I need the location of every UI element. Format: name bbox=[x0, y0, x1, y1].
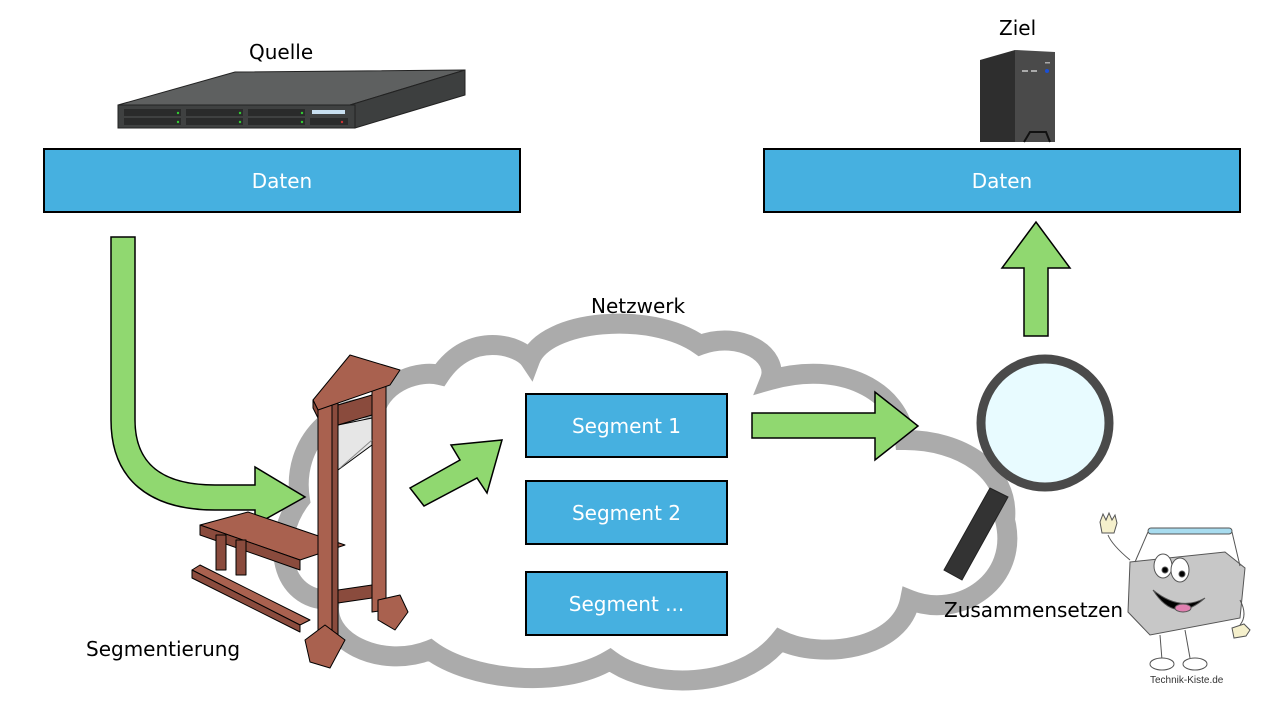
arrow-to-target bbox=[1000, 220, 1072, 337]
target-label: Ziel bbox=[999, 16, 1037, 40]
segment-box: Segment ... bbox=[525, 571, 728, 636]
arrow-to-segmentation bbox=[110, 236, 307, 527]
arrow-to-network bbox=[408, 439, 504, 507]
magnifier-icon bbox=[943, 354, 1114, 581]
arrow-to-reassembly bbox=[751, 390, 920, 462]
segment-box: Segment 2 bbox=[525, 480, 728, 545]
desktop-tower-icon bbox=[980, 50, 1055, 143]
segment-box: Segment 1 bbox=[525, 393, 728, 458]
target-data-box: Daten bbox=[763, 148, 1241, 213]
segmentation-label: Segmentierung bbox=[86, 637, 241, 661]
network-label: Netzwerk bbox=[591, 294, 686, 318]
reassembly-label: Zusammensetzen bbox=[944, 598, 1124, 622]
server-icon bbox=[117, 69, 466, 129]
watermark: Technik-Kiste.de bbox=[1150, 675, 1224, 686]
source-label: Quelle bbox=[249, 40, 314, 64]
toolbox-mascot-icon bbox=[1099, 511, 1251, 671]
guillotine-icon bbox=[191, 354, 409, 669]
source-data-box: Daten bbox=[43, 148, 521, 213]
